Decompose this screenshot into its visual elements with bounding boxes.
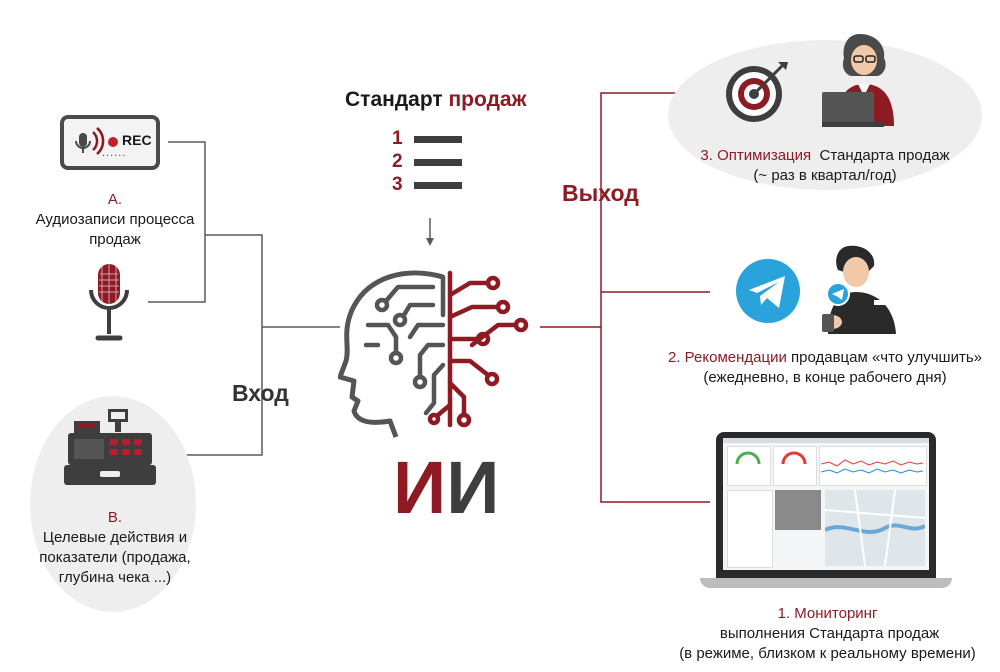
monitoring-highlight: 1. Мониторинг xyxy=(777,605,878,622)
timeline-chart xyxy=(821,459,923,474)
input-join-connector xyxy=(182,234,263,456)
target-icon xyxy=(726,62,788,122)
targets-blob xyxy=(30,396,196,612)
ai-letter2: И xyxy=(446,446,500,529)
monitoring-caption: 1. Мониторинг выполнения Стандарта прода… xyxy=(675,604,980,664)
audio-recorder-icon: REC ...... xyxy=(60,115,160,170)
recommendations-line2: (ежедневно, в конце рабочего дня) xyxy=(703,369,947,386)
audio-connector xyxy=(148,141,206,303)
ai-letter1: И xyxy=(393,446,447,529)
optimization-line2: (~ раз в квартал/год) xyxy=(753,167,897,184)
output-label: Выход xyxy=(562,180,639,206)
audio-letter: А. xyxy=(107,191,123,208)
recommendations-caption: 2. Рекомендации продавцам «что улучшить»… xyxy=(660,348,990,388)
audio-caption: А. Аудиозаписи процесса продаж xyxy=(30,190,200,250)
standard-title: Стандарт продаж xyxy=(345,88,526,112)
list-number-2: 2 xyxy=(392,151,403,172)
cash-register-icon xyxy=(64,409,156,485)
rec-dot-icon xyxy=(108,137,118,147)
list-number-1: 1 xyxy=(392,128,403,149)
recommendations-highlight: 2. Рекомендации xyxy=(668,349,787,366)
audio-line2: продаж xyxy=(89,231,141,248)
audio-line1: Аудиозаписи процесса xyxy=(35,211,195,228)
rec-badge: REC xyxy=(122,132,152,148)
input-label: Вход xyxy=(232,380,289,406)
targets-line1: Целевые действия и xyxy=(42,529,188,546)
ai-head-icon xyxy=(338,270,529,438)
arrow-head xyxy=(426,238,434,246)
targets-caption: В. Целевые действия и показатели (продаж… xyxy=(25,508,205,588)
microphone-waves-icon xyxy=(75,127,105,155)
monitoring-rest: выполнения Стандарта продаж xyxy=(715,625,940,642)
output-bracket xyxy=(600,92,710,503)
monitoring-line2: (в режиме, близком к реальному времени) xyxy=(679,645,976,662)
recommendations-rest: продавцам «что улучшить» xyxy=(786,349,982,366)
optimization-caption: 3. Оптимизация Стандарта продаж (~ раз в… xyxy=(680,146,970,186)
gauge-green-icon xyxy=(735,451,761,465)
laptop-base xyxy=(700,578,952,588)
gauge-red-icon xyxy=(781,451,807,465)
microphone-icon xyxy=(89,264,129,341)
list-number-3: 3 xyxy=(392,174,403,195)
targets-line2: показатели (продажа, xyxy=(39,549,191,566)
telegram-icon xyxy=(736,259,800,323)
standard-title-part2: продаж xyxy=(448,88,527,111)
ai-title: ИИ xyxy=(393,448,499,528)
analyst-woman-icon xyxy=(822,34,894,127)
targets-line3: глубина чека ...) xyxy=(58,569,172,586)
dashboard-screenshot xyxy=(723,438,929,570)
map-roads xyxy=(825,490,925,566)
targets-letter: В. xyxy=(107,509,123,526)
laptop-screen xyxy=(716,432,936,578)
optimization-highlight: 3. Оптимизация xyxy=(700,147,812,164)
standard-title-part1: Стандарт xyxy=(345,88,449,111)
optimization-rest: Стандарта продаж xyxy=(811,147,950,164)
seller-man-icon xyxy=(822,245,896,334)
numbered-list-icon: 1 2 3 xyxy=(392,128,472,198)
rec-dots: ...... xyxy=(102,147,127,159)
